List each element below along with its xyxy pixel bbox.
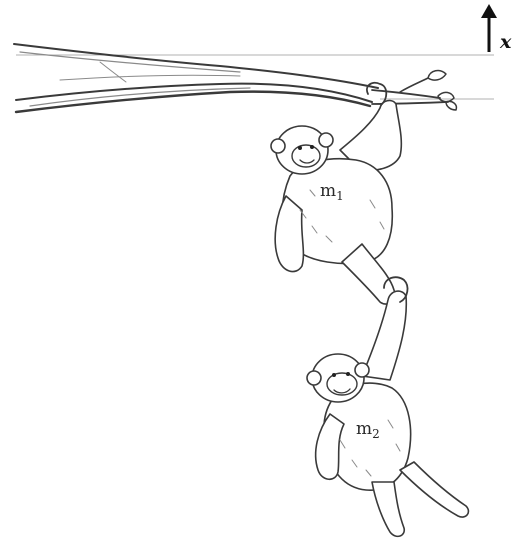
x-axis-arrow [481,4,497,52]
x-axis-label: x [499,31,512,53]
monkey-lower [307,277,468,536]
